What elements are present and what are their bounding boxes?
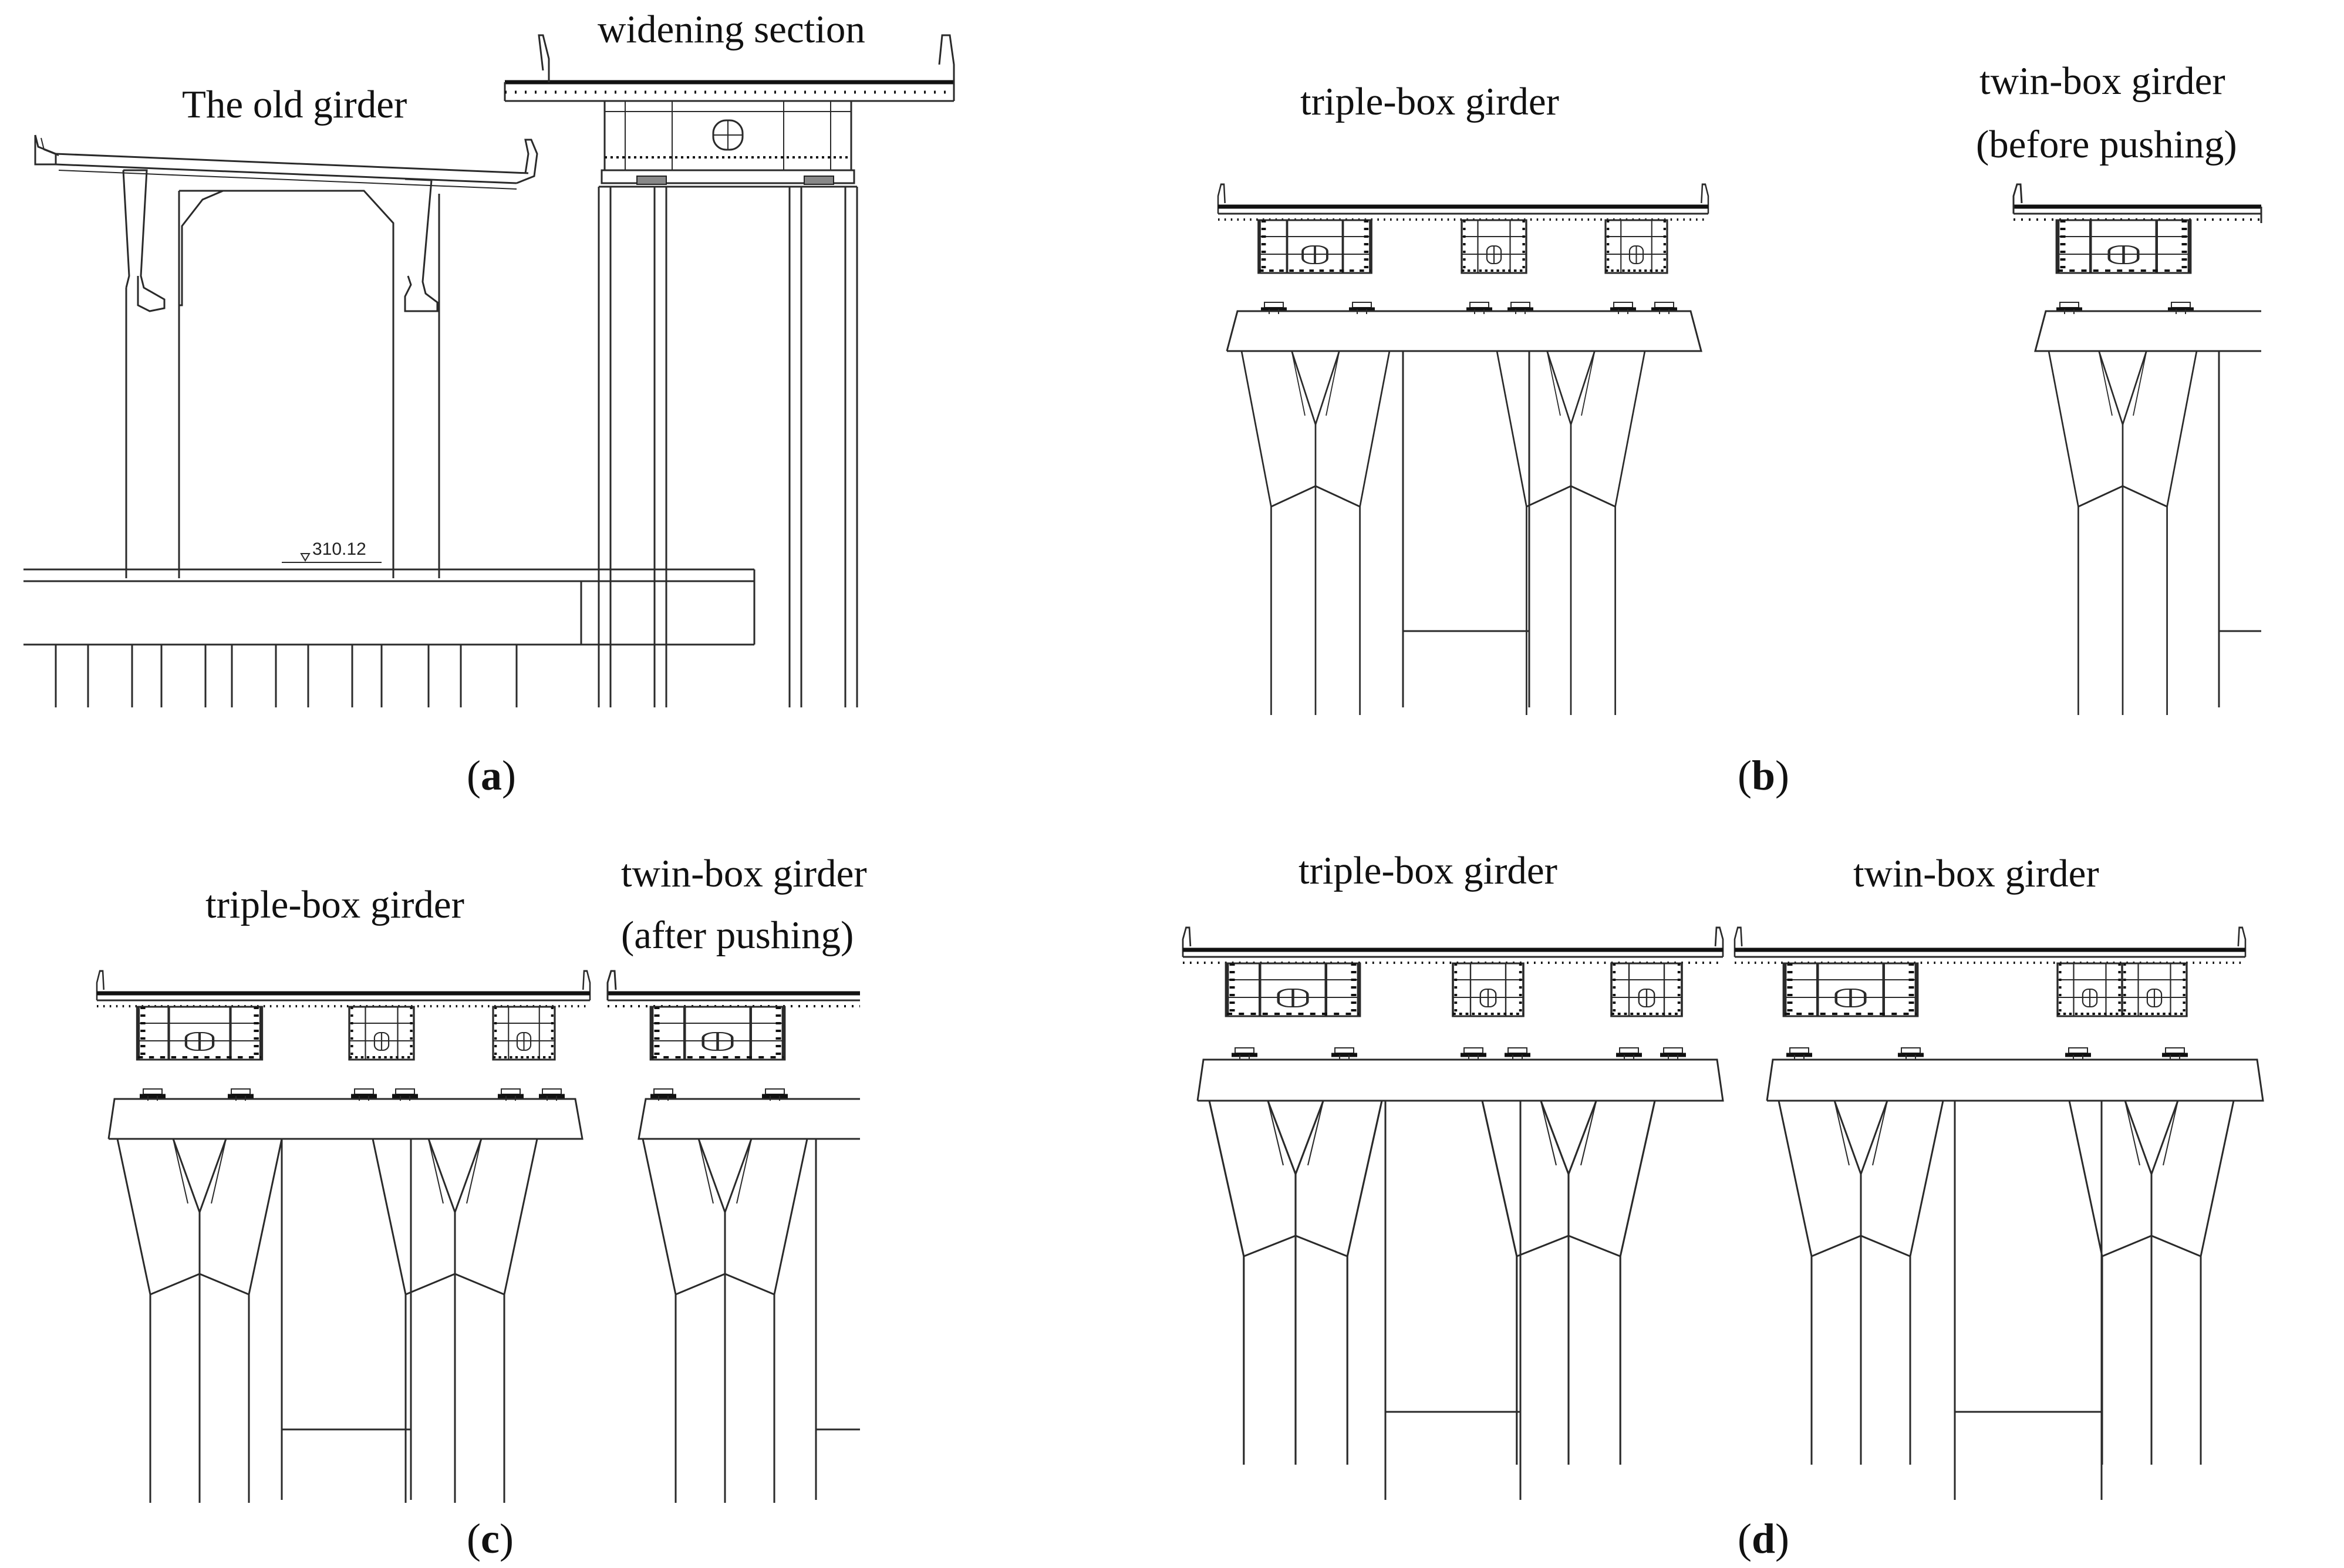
caption-a-letter: a <box>481 752 502 799</box>
triple-box-label-d: triple-box girder <box>1299 849 1557 892</box>
after-pushing-label: (after pushing) <box>621 913 854 957</box>
twin-box-label-d: twin-box girder <box>1853 852 2099 895</box>
triple-box-drawing-c <box>97 971 590 1504</box>
caption-c-close: ) <box>500 1515 514 1562</box>
caption-a: (a) <box>467 752 516 799</box>
twin-box-label-b: twin-box girder <box>1979 59 2225 103</box>
caption-d-open: ( <box>1738 1515 1752 1562</box>
old-girder-label: The old girder <box>182 83 407 126</box>
twin-box-label-c: twin-box girder <box>621 852 867 895</box>
panel-a: 310.12 <box>23 8 955 799</box>
caption-c-letter: c <box>481 1515 500 1562</box>
twin-box-drawing-d <box>1735 928 2264 1500</box>
triple-box-label-b: triple-box girder <box>1300 80 1559 123</box>
twin-box-drawing-b <box>2012 183 2262 716</box>
caption-a-close: ) <box>502 752 516 799</box>
caption-c-open: ( <box>467 1515 481 1562</box>
twin-box-drawing-c <box>606 970 860 1504</box>
caption-b: (b) <box>1738 752 1789 799</box>
caption-b-close: ) <box>1775 752 1789 799</box>
caption-d-close: ) <box>1775 1515 1789 1562</box>
panel-d: triple-box girder twin-box girder (d) <box>1183 849 2264 1562</box>
triple-box-label-c: triple-box girder <box>205 883 464 926</box>
caption-b-letter: b <box>1752 752 1775 799</box>
triple-box-drawing-d <box>1183 928 1723 1500</box>
caption-c: (c) <box>467 1515 514 1562</box>
widening-section-label: widening section <box>598 8 865 51</box>
caption-d: (d) <box>1738 1515 1789 1562</box>
triple-box-drawing-b <box>1218 184 1708 716</box>
caption-a-open: ( <box>467 752 481 799</box>
panel-b: triple-box girder twin-box girder (befor… <box>1218 59 2262 799</box>
caption-d-letter: d <box>1752 1515 1775 1562</box>
elevation-label: 310.12 <box>312 539 366 559</box>
widening-section-drawing <box>504 34 955 707</box>
old-girder-drawing: 310.12 <box>23 134 756 707</box>
panel-c: triple-box girder twin-box girder (after… <box>97 852 867 1562</box>
before-pushing-label: (before pushing) <box>1976 123 2237 166</box>
caption-b-open: ( <box>1738 752 1752 799</box>
